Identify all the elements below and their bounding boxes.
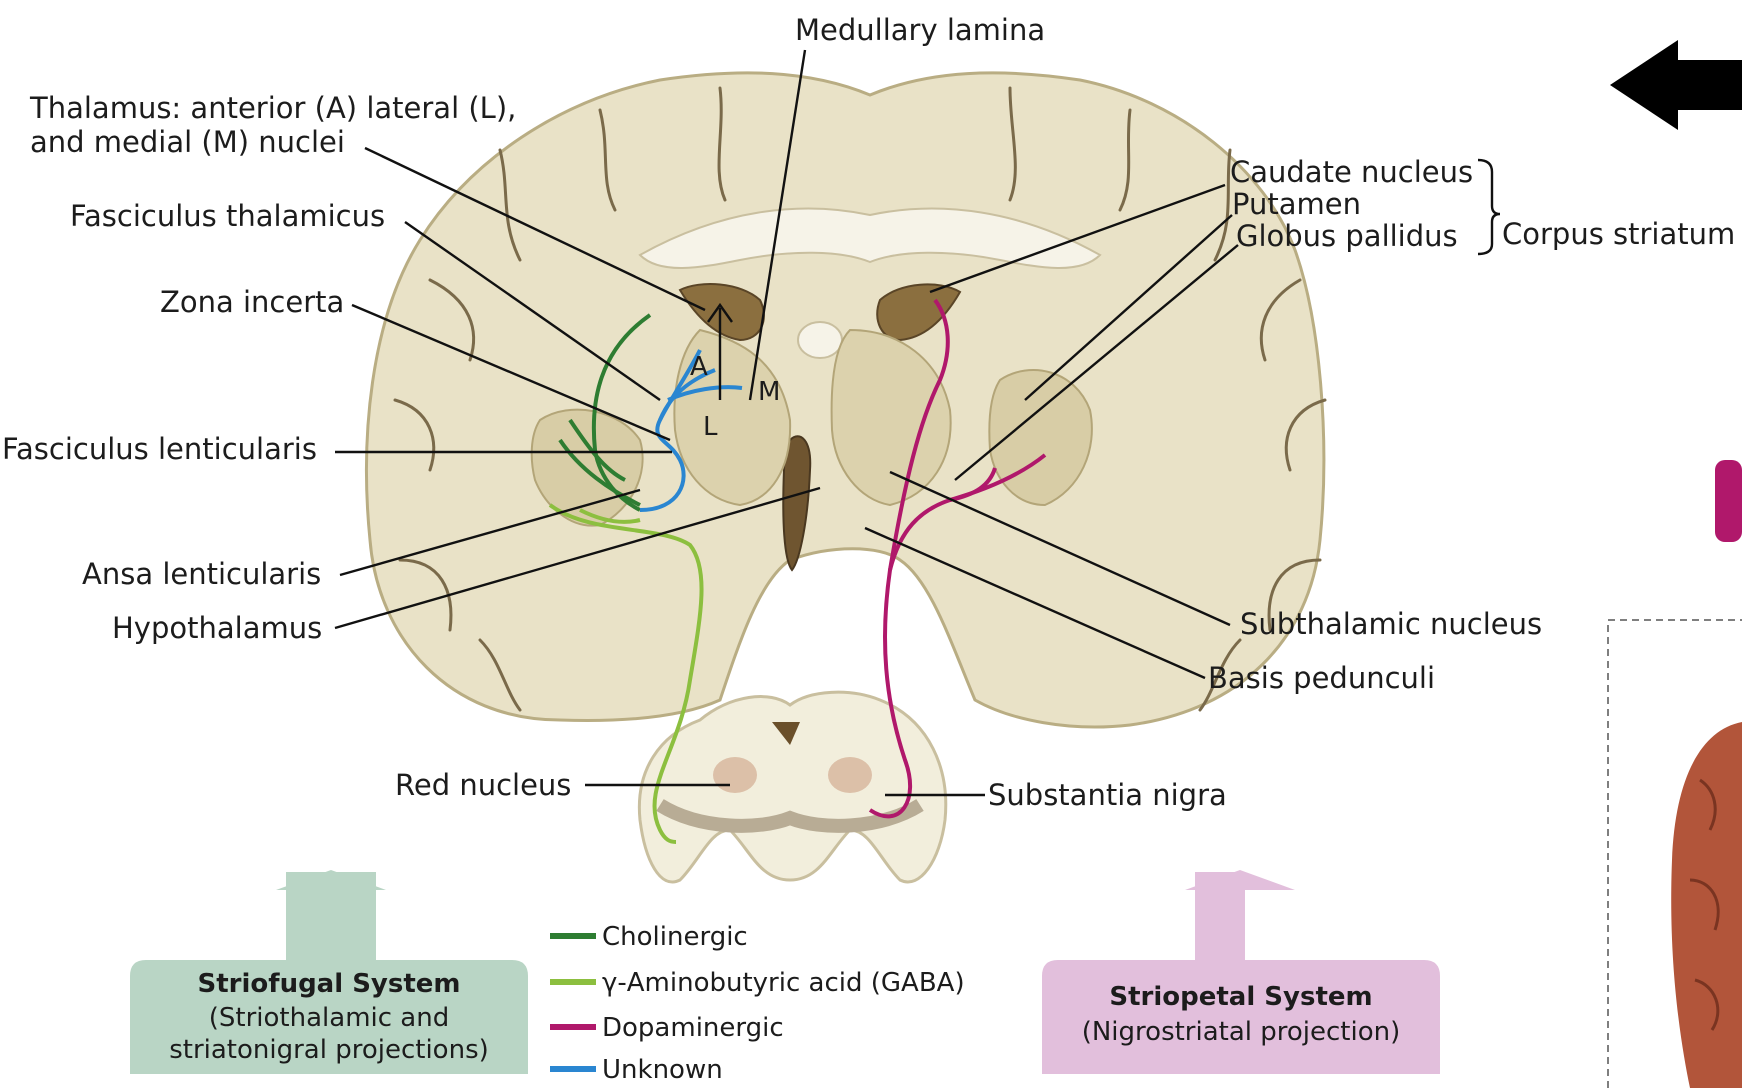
label-red-nucleus: Red nucleus [395, 768, 571, 802]
accent-tab[interactable] [1715, 460, 1742, 542]
brain-coronal-section [367, 73, 1325, 727]
label-thalamus-line2: and medial (M) nuclei [30, 125, 345, 159]
label-substantia-nigra: Substantia nigra [988, 778, 1227, 812]
label-putamen: Putamen [1232, 187, 1361, 221]
label-thalamus-line1: Thalamus: anterior (A) lateral (L), [29, 91, 516, 125]
nucleus-label-a: A [690, 352, 708, 382]
striopetal-system-box: Striopetal System (Nigrostriatal project… [1042, 870, 1440, 1074]
midbrain-section [639, 692, 945, 882]
legend: Cholinergic γ-Aminobutyric acid (GABA) D… [550, 922, 965, 1085]
striofugal-title: Striofugal System [198, 969, 461, 999]
label-globus-pallidus: Globus pallidus [1236, 219, 1458, 253]
legend-label-dopaminergic: Dopaminergic [602, 1013, 784, 1043]
nucleus-label-m: M [758, 377, 780, 407]
label-corpus-striatum: Corpus striatum [1502, 217, 1735, 251]
label-subthalamic-nucleus: Subthalamic nucleus [1240, 607, 1542, 641]
striopetal-title: Striopetal System [1109, 982, 1372, 1012]
label-fasciculus-lenticularis: Fasciculus lenticularis [2, 432, 317, 466]
legend-label-unknown: Unknown [602, 1055, 723, 1085]
striofugal-system-box: Striofugal System (Striothalamic and str… [130, 870, 528, 1074]
brain-thumbnail [1671, 722, 1742, 1088]
striopetal-line1: (Nigrostriatal projection) [1082, 1017, 1401, 1047]
label-ansa-lenticularis: Ansa lenticularis [82, 557, 321, 591]
label-basis-pedunculi: Basis pedunculi [1208, 661, 1435, 695]
label-fasciculus-thalamicus: Fasciculus thalamicus [70, 199, 385, 233]
striofugal-line2: striatonigral projections) [169, 1035, 489, 1065]
back-arrow-button[interactable] [1610, 40, 1742, 130]
left-arrow-icon [1610, 40, 1742, 130]
striofugal-line1: (Striothalamic and [209, 1003, 449, 1033]
label-zona-incerta: Zona incerta [160, 285, 344, 319]
label-caudate-nucleus: Caudate nucleus [1230, 155, 1473, 189]
label-hypothalamus: Hypothalamus [112, 611, 322, 645]
legend-label-cholinergic: Cholinergic [602, 922, 748, 952]
nucleus-label-l: L [703, 412, 718, 442]
label-medullary-lamina: Medullary lamina [795, 13, 1045, 47]
legend-label-gaba: γ-Aminobutyric acid (GABA) [602, 968, 965, 998]
